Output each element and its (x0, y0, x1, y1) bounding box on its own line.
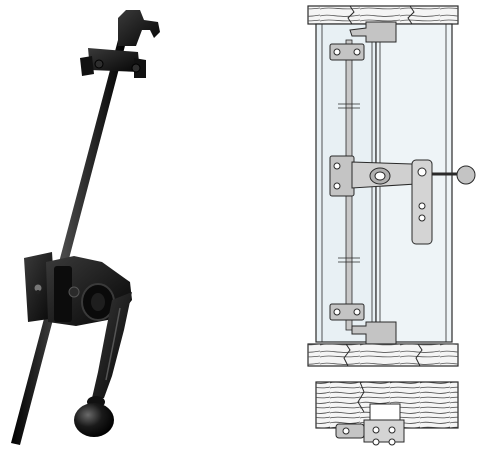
bottom-frame (307, 343, 459, 367)
bottom-keeper (329, 303, 397, 345)
top-frame (307, 5, 459, 25)
top-guide-bracket (80, 48, 146, 78)
handle-arm (92, 292, 132, 398)
installation-drawing (240, 0, 479, 451)
swing-latch (411, 159, 433, 245)
center-gearbox (329, 155, 476, 197)
cremone-bolt-drawing (307, 5, 476, 446)
section-detail (315, 381, 459, 446)
top-keeper (329, 21, 397, 61)
handle-knob (74, 396, 114, 437)
bolt-rod (11, 40, 126, 445)
gear-housing (46, 256, 132, 326)
product-photo (11, 10, 160, 445)
top-hook (118, 10, 160, 46)
cremone-bolt-photo (11, 10, 160, 445)
